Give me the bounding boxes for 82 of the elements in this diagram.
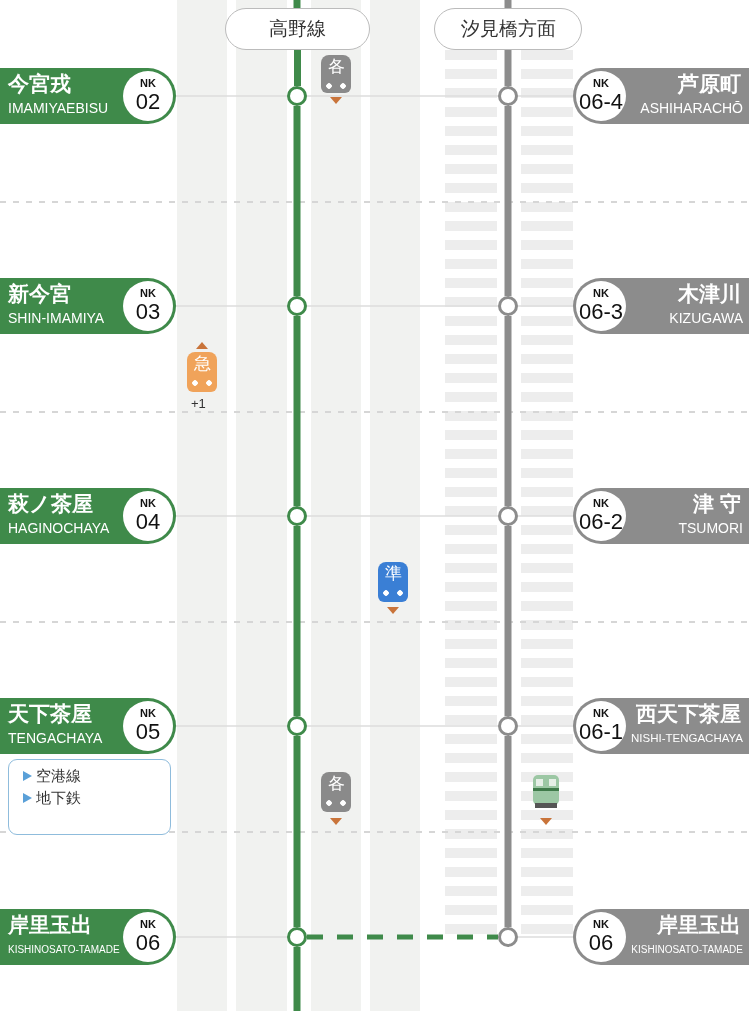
station-dot [287, 86, 307, 106]
track-line [504, 316, 512, 506]
station-dot [498, 716, 518, 736]
station-label [573, 698, 749, 754]
station-label [0, 488, 176, 544]
line-code: NK [139, 707, 157, 719]
direction-tab: 高野線 [225, 8, 370, 50]
track-line [504, 50, 512, 86]
station-label [0, 68, 176, 124]
station-number: 02 [134, 89, 162, 115]
station-label [0, 909, 176, 965]
station-number: 06 [587, 930, 615, 956]
station-name: 萩ノ茶屋 [8, 491, 93, 517]
station-name: 岸里玉出 [8, 912, 92, 938]
train-marker: 各 [321, 772, 351, 812]
train-marker: 急 [187, 352, 217, 392]
line-code: NK [592, 77, 610, 89]
station-name: 天下茶屋 [8, 701, 92, 727]
station-number: 06-3 [577, 299, 624, 325]
line-code: NK [592, 287, 610, 299]
line-code: NK [139, 77, 157, 89]
track-line [293, 106, 301, 296]
track-line [504, 526, 512, 716]
line-code: NK [592, 918, 610, 930]
station-name-romaji: SHIN-IMAMIYA [8, 310, 105, 327]
station-label [0, 698, 176, 754]
transfer-line-name: 空港線 [9, 765, 170, 787]
station-name-romaji: KISHINOSATO-TAMADE [8, 943, 120, 957]
station-label [573, 909, 749, 965]
train-marker: 準 [378, 562, 408, 602]
station-name: 岸里玉出 [657, 912, 741, 938]
station-label [573, 68, 749, 124]
direction-tab: 汐見橋方面 [434, 8, 582, 50]
station-name: 新今宮 [8, 281, 71, 307]
station-name: 今宮戎 [8, 71, 71, 97]
track-line [293, 316, 301, 506]
station-label [573, 278, 749, 334]
connection-line [307, 934, 498, 940]
track-line [293, 947, 301, 1011]
line-code: NK [592, 497, 610, 509]
station-label [0, 278, 176, 334]
station-name-romaji: KISHINOSATO-TAMADE [631, 943, 743, 957]
track-line [293, 736, 301, 927]
line-code: NK [139, 287, 157, 299]
track-line [504, 736, 512, 927]
station-name-romaji: ASHIHARACHŌ [640, 100, 743, 117]
line-code: NK [139, 918, 157, 930]
station-dot [498, 86, 518, 106]
station-number: 05 [134, 719, 162, 745]
transfer-line-name: 地下鉄 [9, 787, 170, 809]
station-number: 04 [134, 509, 162, 535]
station-dot [498, 506, 518, 526]
station-name-romaji: IMAMIYAEBISU [8, 100, 109, 117]
station-number: 06-2 [577, 509, 624, 535]
station-dot [498, 927, 518, 947]
track-line [293, 526, 301, 716]
station-name-romaji: NISHI-TENGACHAYA [630, 731, 743, 746]
station-number: 03 [134, 299, 162, 325]
train-marker: 各 [321, 55, 351, 93]
station-dot [287, 927, 307, 947]
transfer-info-box [8, 759, 171, 835]
station-name: 西天下茶屋 [636, 701, 741, 727]
station-number: 06-4 [577, 89, 624, 115]
station-label [573, 488, 749, 544]
station-dot [287, 506, 307, 526]
station-number: 06 [134, 930, 162, 956]
station-name: 芦原町 [678, 71, 741, 97]
station-name-romaji: HAGINOCHAYA [8, 520, 110, 537]
station-dot [287, 716, 307, 736]
station-name-romaji: TSUMORI [678, 520, 743, 537]
station-name-romaji: TENGACHAYA [8, 730, 103, 747]
line-code: NK [592, 707, 610, 719]
station-number: 06-1 [577, 719, 624, 745]
track-line [504, 106, 512, 296]
station-name: 津 守 [693, 491, 741, 517]
line-code: NK [139, 497, 157, 509]
note-label: +1 [191, 396, 206, 411]
station-dot [287, 296, 307, 316]
track-line [294, 50, 301, 86]
station-name: 木津川 [678, 281, 741, 307]
station-dot [498, 296, 518, 316]
station-name-romaji: KIZUGAWA [669, 310, 743, 327]
